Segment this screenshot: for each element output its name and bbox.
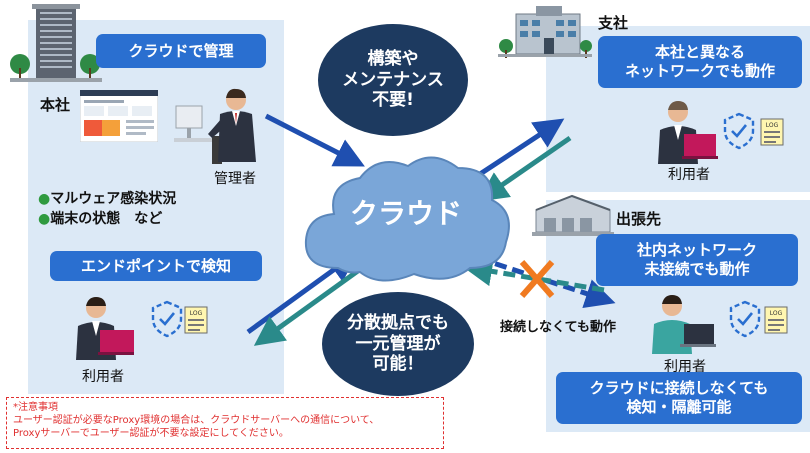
trip-user-label: 利用者 <box>664 359 706 375</box>
cloud-label: クラウド <box>350 197 463 230</box>
admin-label: 管理者 <box>214 171 256 187</box>
trip-bottom-badge: クラウドに接続しなくても 検知・隔離可能 <box>556 372 802 424</box>
cloud-to-branch-arrow <box>472 118 565 181</box>
svg-text:LOG: LOG <box>770 310 783 317</box>
notice-box: *注意事項 ユーザー認証が必要なProxy環境の場合は、クラウドサーバーへの通信… <box>6 397 444 449</box>
cloud-shape <box>304 156 510 282</box>
branch-badge: 本社と異なる ネットワークでも動作 <box>598 36 802 88</box>
notice-line-2: Proxyサーバーでユーザー認証が不要な設定にしてください。 <box>13 428 289 439</box>
hq-user-person-icon <box>76 297 134 360</box>
bullet-dot-icon: ● <box>38 211 51 227</box>
branch-to-cloud-arrow <box>477 135 572 202</box>
trip-to-cloud-dashed-arrow <box>462 256 605 293</box>
trip-log-document-icon: LOG <box>764 306 788 334</box>
central-management-oval: 分散拠点でも 一元管理が 可能！ <box>322 292 474 396</box>
endpoint-detect-badge: エンドポイントで検知 <box>50 251 262 281</box>
notice-line-1: ユーザー認証が必要なProxy環境の場合は、クラウドサーバーへの通信について、 <box>13 415 380 426</box>
svg-text:LOG: LOG <box>190 310 203 317</box>
branch-building-icon <box>498 6 592 58</box>
trip-warehouse-icon <box>532 194 614 236</box>
trip-badge: 社内ネットワーク 未接続でも動作 <box>596 234 798 286</box>
cloud-manage-badge: クラウドで管理 <box>96 34 266 68</box>
cloud-to-hq-user-arrow <box>253 265 364 346</box>
branch-log-document-icon: LOG <box>760 118 784 146</box>
hq-bullet-2: ●端末の状態 など <box>38 211 163 227</box>
dashboard-screenshot-icon <box>80 90 158 142</box>
offline-operation-label: 接続しなくても動作 <box>500 320 616 335</box>
notice-title: *注意事項 <box>13 402 58 413</box>
hq-building-icon <box>10 4 102 82</box>
hq-log-document-icon: LOG <box>184 306 208 334</box>
cloud-to-trip-dashed-arrow <box>477 255 616 309</box>
branch-user-label: 利用者 <box>668 167 710 183</box>
cross-mark-icon <box>519 260 555 298</box>
trip-shield-check-icon <box>729 300 761 338</box>
hq-shield-check-icon <box>151 300 183 338</box>
branch-shield-check-icon <box>723 112 755 150</box>
svg-text:LOG: LOG <box>766 122 779 129</box>
bullet-dot-icon: ● <box>38 191 51 207</box>
hq-panel <box>28 20 284 394</box>
branch-user-person-icon <box>658 101 718 164</box>
trip-user-person-icon <box>652 295 716 354</box>
admin-person-icon <box>174 88 256 164</box>
hq-bullet-1: ●マルウェア感染状況 <box>38 191 177 207</box>
trip-title: 出張先 <box>616 210 662 228</box>
no-maintenance-oval: 構築や メンテナンス 不要! <box>318 24 468 136</box>
hq-user-label: 利用者 <box>82 369 124 385</box>
branch-title: 支社 <box>598 14 629 32</box>
hq-title: 本社 <box>40 96 71 114</box>
hq-to-cloud-arrow <box>264 113 365 167</box>
